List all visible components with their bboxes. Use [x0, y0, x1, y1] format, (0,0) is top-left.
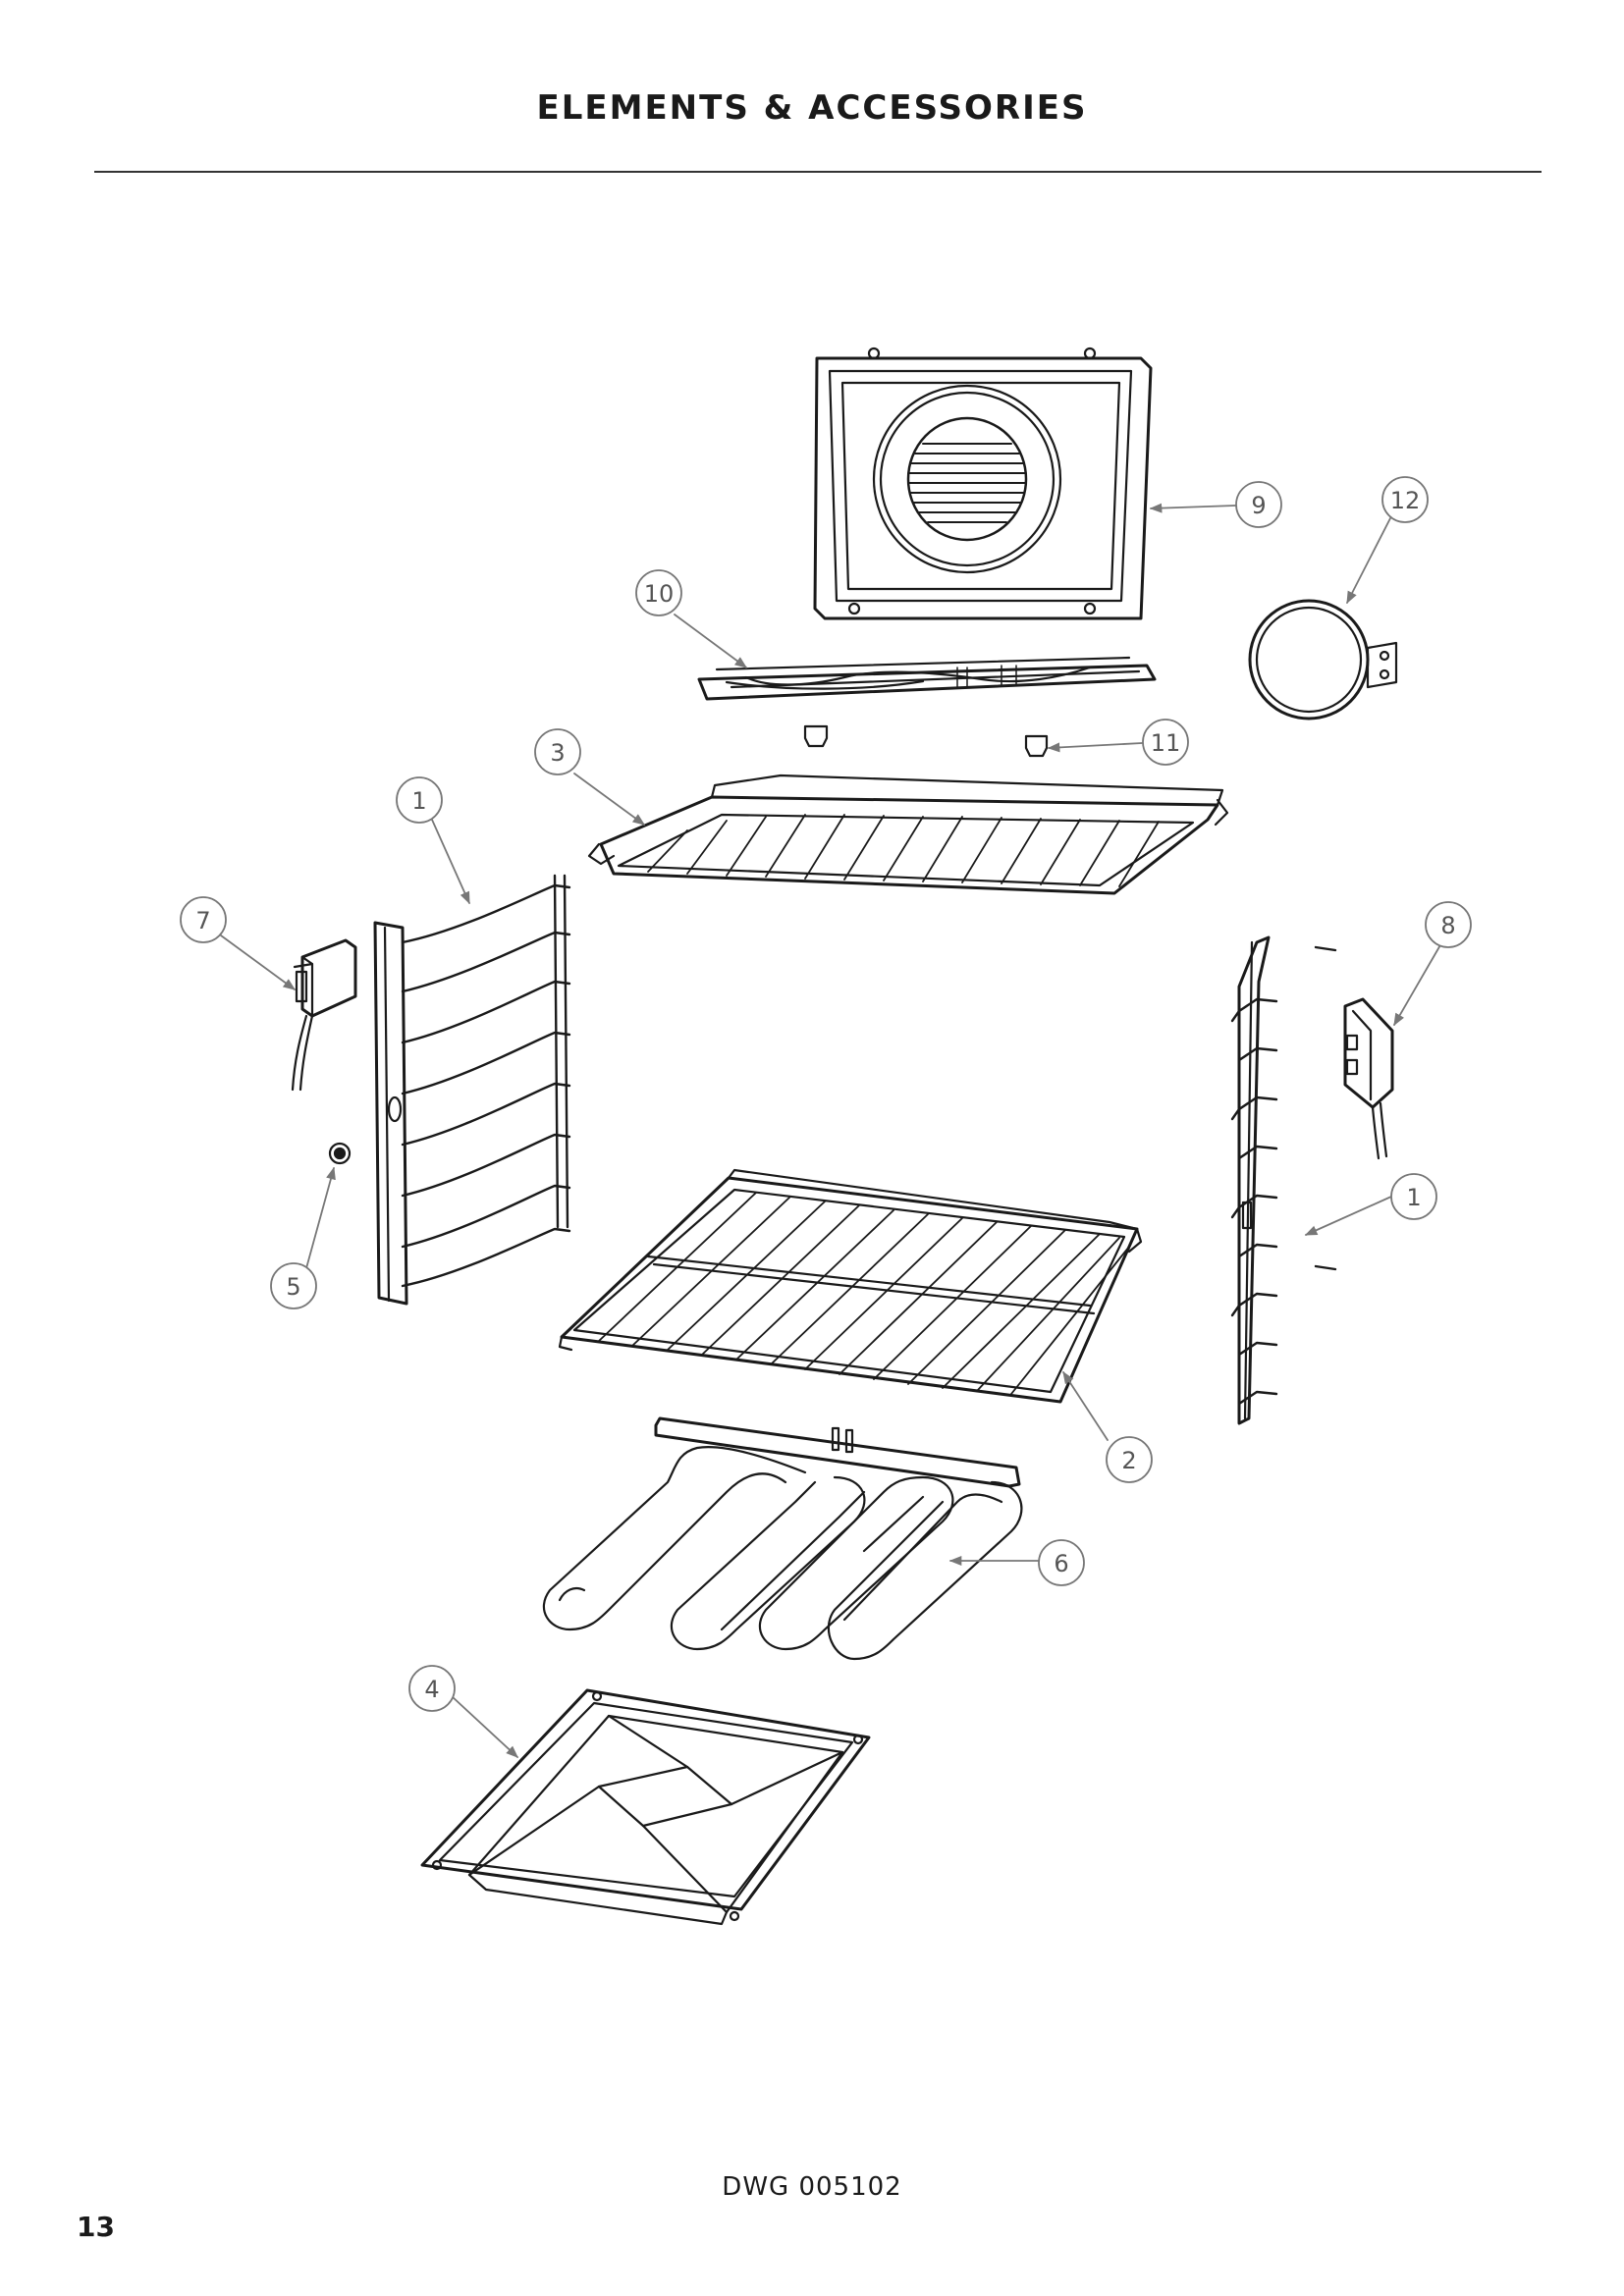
callout-9: 9 — [1235, 481, 1282, 528]
sliding-shelf-part — [587, 774, 1229, 895]
callout-11: 11 — [1142, 719, 1189, 766]
tray-part — [420, 1688, 871, 1926]
grill-element-part — [697, 656, 1157, 701]
callout-4: 4 — [408, 1665, 456, 1712]
light-right-part — [1343, 997, 1394, 1160]
leader-lines — [220, 503, 1442, 1758]
element-clip-part — [803, 724, 1049, 758]
wire-shelf-part — [558, 1168, 1143, 1404]
callout-2: 2 — [1106, 1436, 1153, 1483]
callout-1-left: 1 — [396, 776, 443, 824]
callout-12: 12 — [1381, 476, 1429, 523]
shelf-runner-left-part — [373, 874, 571, 1306]
bake-element-part — [542, 1416, 1023, 1661]
svg-text:8: 8 — [1440, 912, 1455, 939]
svg-text:4: 4 — [424, 1676, 439, 1703]
callout-1-right: 1 — [1390, 1173, 1437, 1220]
svg-text:9: 9 — [1251, 492, 1266, 519]
callout-3: 3 — [534, 728, 581, 775]
callout-10: 10 — [635, 569, 682, 616]
runner-fixing-part — [328, 1142, 352, 1165]
svg-text:6: 6 — [1054, 1550, 1068, 1577]
page-number: 13 — [77, 2211, 115, 2243]
svg-text:10: 10 — [644, 580, 675, 608]
svg-text:12: 12 — [1390, 487, 1421, 514]
svg-text:11: 11 — [1151, 729, 1181, 757]
svg-text:2: 2 — [1121, 1447, 1136, 1474]
svg-text:3: 3 — [550, 739, 565, 767]
fan-cover-part — [813, 347, 1153, 620]
shelf-runner-right-part — [1230, 935, 1337, 1425]
svg-text:1: 1 — [411, 787, 426, 815]
callout-7: 7 — [180, 896, 227, 943]
light-left-part — [291, 938, 357, 1092]
page-title: ELEMENTS & ACCESSORIES — [536, 88, 1088, 128]
svg-text:7: 7 — [195, 907, 210, 934]
callout-5: 5 — [270, 1262, 317, 1309]
drawing-number: DWG 005102 — [722, 2172, 902, 2202]
callout-6: 6 — [1038, 1539, 1085, 1586]
svg-text:5: 5 — [286, 1273, 300, 1301]
title-divider — [94, 171, 1542, 173]
callout-8: 8 — [1425, 901, 1472, 948]
svg-text:1: 1 — [1406, 1184, 1421, 1211]
fan-element-part — [1248, 599, 1398, 721]
